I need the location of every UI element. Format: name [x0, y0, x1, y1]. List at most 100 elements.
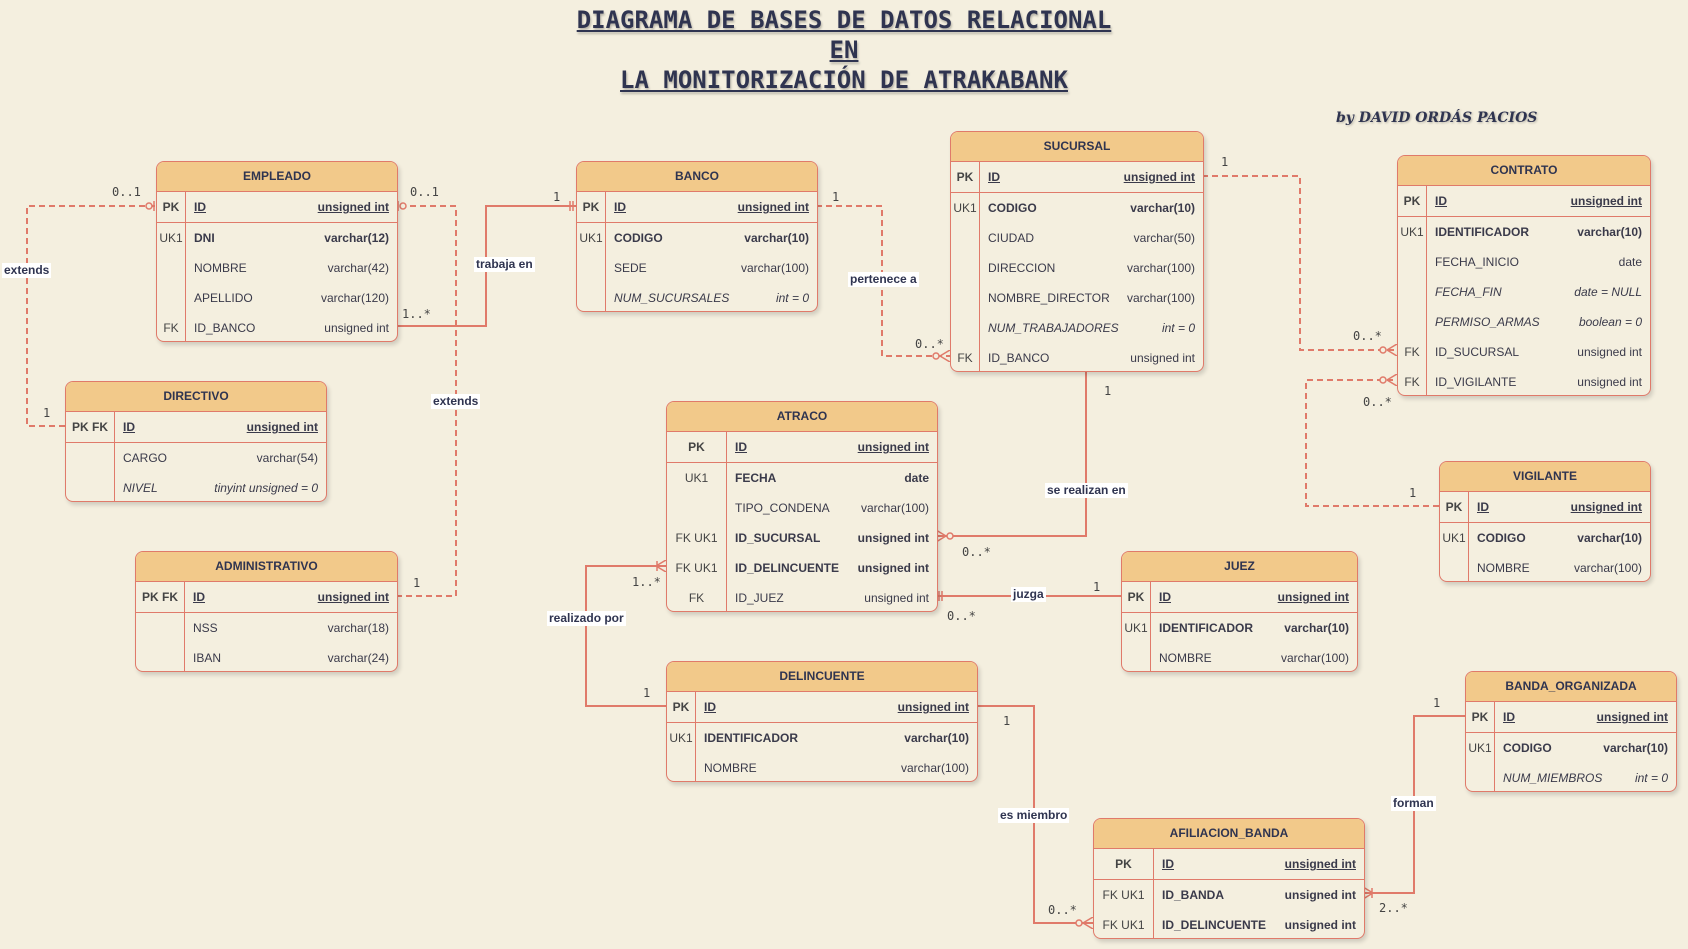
- key-cell: UK1: [667, 723, 696, 753]
- table-juez-title: JUEZ: [1122, 552, 1357, 582]
- field-name: NIVEL: [123, 481, 158, 495]
- field-name: ID_DELINCUENTE: [1162, 918, 1267, 932]
- field-type: date: [904, 471, 929, 485]
- field-type: varchar(50): [1133, 231, 1195, 245]
- field-type: boolean = 0: [1578, 315, 1642, 329]
- field-name: ID: [1162, 857, 1174, 871]
- field-name: ID_DELINCUENTE: [735, 561, 840, 575]
- field-name: IDENTIFICADOR: [1159, 621, 1253, 635]
- field-type: unsigned int: [1596, 710, 1668, 724]
- field-name: ID_VIGILANTE: [1435, 375, 1517, 389]
- card-banco-sucursal-banco: 1: [832, 190, 840, 204]
- field-name: CODIGO: [988, 201, 1037, 215]
- field-name: CARGO: [123, 451, 168, 465]
- field-name: NUM_MIEMBROS: [1503, 771, 1603, 785]
- card-delincuente-atraco-atraco: 1..*: [632, 575, 661, 589]
- field-name: FECHA_INICIO: [1435, 255, 1520, 269]
- key-cell: [157, 253, 186, 283]
- card-juez-atraco-juez: 1: [1093, 580, 1101, 594]
- table-atraco-title: ATRACO: [667, 402, 937, 432]
- table-administrativo-title: ADMINISTRATIVO: [136, 552, 397, 582]
- field-name: ID: [1503, 710, 1515, 724]
- field-type: varchar(10): [1284, 621, 1349, 635]
- card-sucursal-contrato-contrato: 0..*: [1353, 329, 1382, 343]
- field-name: NOMBRE: [704, 761, 757, 775]
- key-cell: UK1: [157, 223, 186, 253]
- table-empleado-title: EMPLEADO: [157, 162, 397, 192]
- card-vigilante-contrato-vigilante: 1: [1409, 486, 1417, 500]
- rel-label-forman: forman: [1391, 796, 1436, 811]
- field-type: int = 0: [775, 291, 809, 305]
- rel-line-empleado-directivo: [26, 201, 156, 431]
- author-signature: by DAVID ORDÁS PACIOS: [1336, 110, 1538, 126]
- card-delincuente-afiliacion-afiliacion: 0..*: [1048, 903, 1077, 917]
- field-name: IBAN: [193, 651, 222, 665]
- key-cell: [1398, 247, 1427, 277]
- rel-label-extends-administrativo: extends: [431, 394, 481, 409]
- card-empleado-administrativo-empleado: 0..1: [410, 185, 439, 199]
- key-cell: [1466, 763, 1495, 791]
- rel-label-se-realizan-en: se realizan en: [1045, 483, 1128, 498]
- rel-label-es-miembro: es miembro: [998, 808, 1070, 823]
- diagram-title: DIAGRAMA DE BASES DE DATOS RELACIONAL EN…: [0, 5, 1688, 95]
- rel-label-pertenece-a: pertenece a: [848, 272, 919, 287]
- field-type: unsigned int: [1570, 500, 1642, 514]
- field-type: varchar(120): [320, 291, 389, 305]
- field-type: varchar(24): [327, 651, 389, 665]
- field-name: FECHA: [735, 471, 777, 485]
- card-sucursal-atraco-sucursal: 1: [1104, 384, 1112, 398]
- card-empleado-directivo-empleado: 0..1: [112, 185, 141, 199]
- field-type: varchar(100): [860, 501, 929, 515]
- card-banco-sucursal-sucursal: 0..*: [915, 337, 944, 351]
- field-type: varchar(12): [324, 231, 389, 245]
- key-cell: FK UK1: [1094, 880, 1154, 910]
- field-name: ID: [1435, 194, 1447, 208]
- key-cell: PK FK: [66, 412, 115, 442]
- card-banda-afiliacion-banda: 1: [1433, 696, 1441, 710]
- field-name: APELLIDO: [194, 291, 253, 305]
- key-cell: UK1: [1440, 523, 1469, 553]
- key-cell: FK: [1398, 367, 1427, 395]
- card-empleado-administrativo-administrativo: 1: [413, 576, 421, 590]
- field-name: DIRECCION: [988, 261, 1056, 275]
- title-line-3: LA MONITORIZACIÓN DE ATRAKABANK: [620, 66, 1068, 94]
- field-type: varchar(10): [1603, 741, 1668, 755]
- key-cell: [951, 223, 980, 253]
- rel-line-vigilante-contrato: [1305, 380, 1439, 506]
- field-type: varchar(100): [740, 261, 809, 275]
- key-cell: [951, 313, 980, 343]
- rel-line-sucursal-contrato: [1202, 176, 1397, 350]
- field-name: ID_BANDA: [1162, 888, 1225, 902]
- field-name: NOMBRE: [194, 261, 247, 275]
- field-type: varchar(10): [1130, 201, 1195, 215]
- field-name: NUM_SUCURSALES: [614, 291, 730, 305]
- field-name: NUM_TRABAJADORES: [988, 321, 1119, 335]
- table-contrato-title: CONTRATO: [1398, 156, 1650, 186]
- field-name: NOMBRE: [1477, 561, 1530, 575]
- key-cell: PK: [667, 432, 727, 462]
- table-banda-organizada-title: BANDA_ORGANIZADA: [1466, 672, 1676, 702]
